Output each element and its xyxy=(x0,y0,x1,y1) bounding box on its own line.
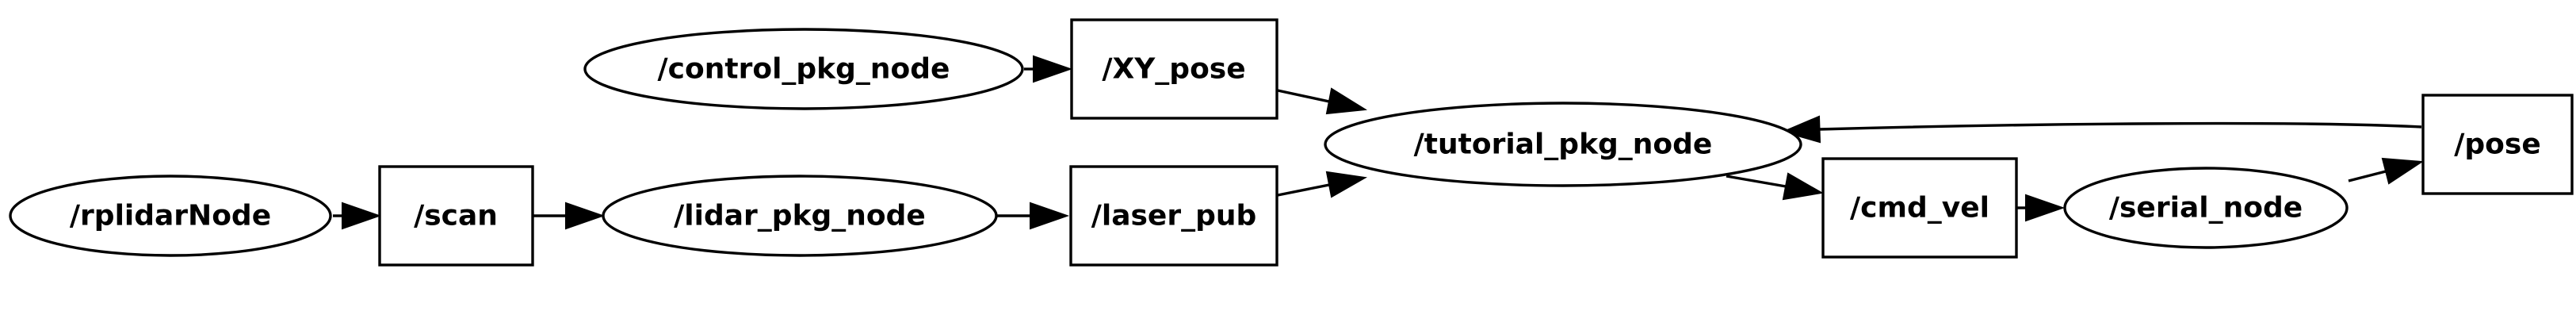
topic-xy-pose[interactable]: /XY_pose xyxy=(1070,18,1278,120)
arrowhead-icon xyxy=(2025,194,2066,222)
arrowhead-icon xyxy=(1782,172,1824,201)
topic-label: /pose xyxy=(2454,129,2541,161)
node-label: /rplidarNode xyxy=(70,200,271,232)
edge-laser-pub-to-tutorial-pkg-node xyxy=(1277,171,1368,198)
node-lidar-pkg-node[interactable]: /lidar_pkg_node xyxy=(602,175,998,257)
nodes: /rplidarNode /scan /lidar_pkg_node /lase… xyxy=(9,18,2574,267)
topic-label: /cmd_vel xyxy=(1850,192,1989,225)
arrowhead-icon xyxy=(1780,115,1821,144)
edge-control-pkg-node-to-xy-pose xyxy=(1024,55,1073,83)
arrowhead-icon xyxy=(342,202,382,230)
topic-laser-pub[interactable]: /laser_pub xyxy=(1069,165,1278,267)
arrowhead-icon xyxy=(565,202,606,230)
edge-lidar-pkg-node-to-laser-pub xyxy=(997,202,1070,230)
edges xyxy=(333,55,2424,230)
edge-rplidarnode-to-scan xyxy=(333,202,382,230)
topic-cmd-vel[interactable]: /cmd_vel xyxy=(1821,157,2018,259)
arrowhead-icon xyxy=(1325,171,1368,198)
topic-pose[interactable]: /pose xyxy=(2421,94,2574,195)
node-label: /lidar_pkg_node xyxy=(674,200,926,232)
topic-label: /scan xyxy=(414,200,498,232)
topic-label: /laser_pub xyxy=(1091,200,1257,232)
node-control-pkg-node[interactable]: /control_pkg_node xyxy=(583,28,1024,110)
edge-scan-to-lidar-pkg-node xyxy=(533,202,606,230)
arrowhead-icon xyxy=(1030,202,1070,230)
node-rplidarnode[interactable]: /rplidarNode xyxy=(9,175,332,257)
edge-tutorial-pkg-node-to-cmd-vel xyxy=(1726,172,1824,201)
edge-pose-to-tutorial-pkg-node xyxy=(1780,115,2422,144)
arrowhead-icon xyxy=(1033,55,1073,83)
arrowhead-icon xyxy=(1325,87,1368,115)
node-serial-node[interactable]: /serial_node xyxy=(2063,167,2349,249)
edge-cmd-vel-to-serial-node xyxy=(2017,194,2066,222)
edge-serial-node-to-pose xyxy=(2348,157,2424,185)
edge-xy-pose-to-tutorial-pkg-node xyxy=(1277,87,1368,115)
arrowhead-icon xyxy=(2381,157,2424,185)
node-label: /control_pkg_node xyxy=(658,53,950,86)
node-tutorial-pkg-node[interactable]: /tutorial_pkg_node xyxy=(1324,102,1802,187)
node-label: /tutorial_pkg_node xyxy=(1414,129,1713,161)
node-label: /serial_node xyxy=(2109,192,2303,225)
topic-scan[interactable]: /scan xyxy=(378,165,534,267)
topic-label: /XY_pose xyxy=(1102,53,1245,86)
